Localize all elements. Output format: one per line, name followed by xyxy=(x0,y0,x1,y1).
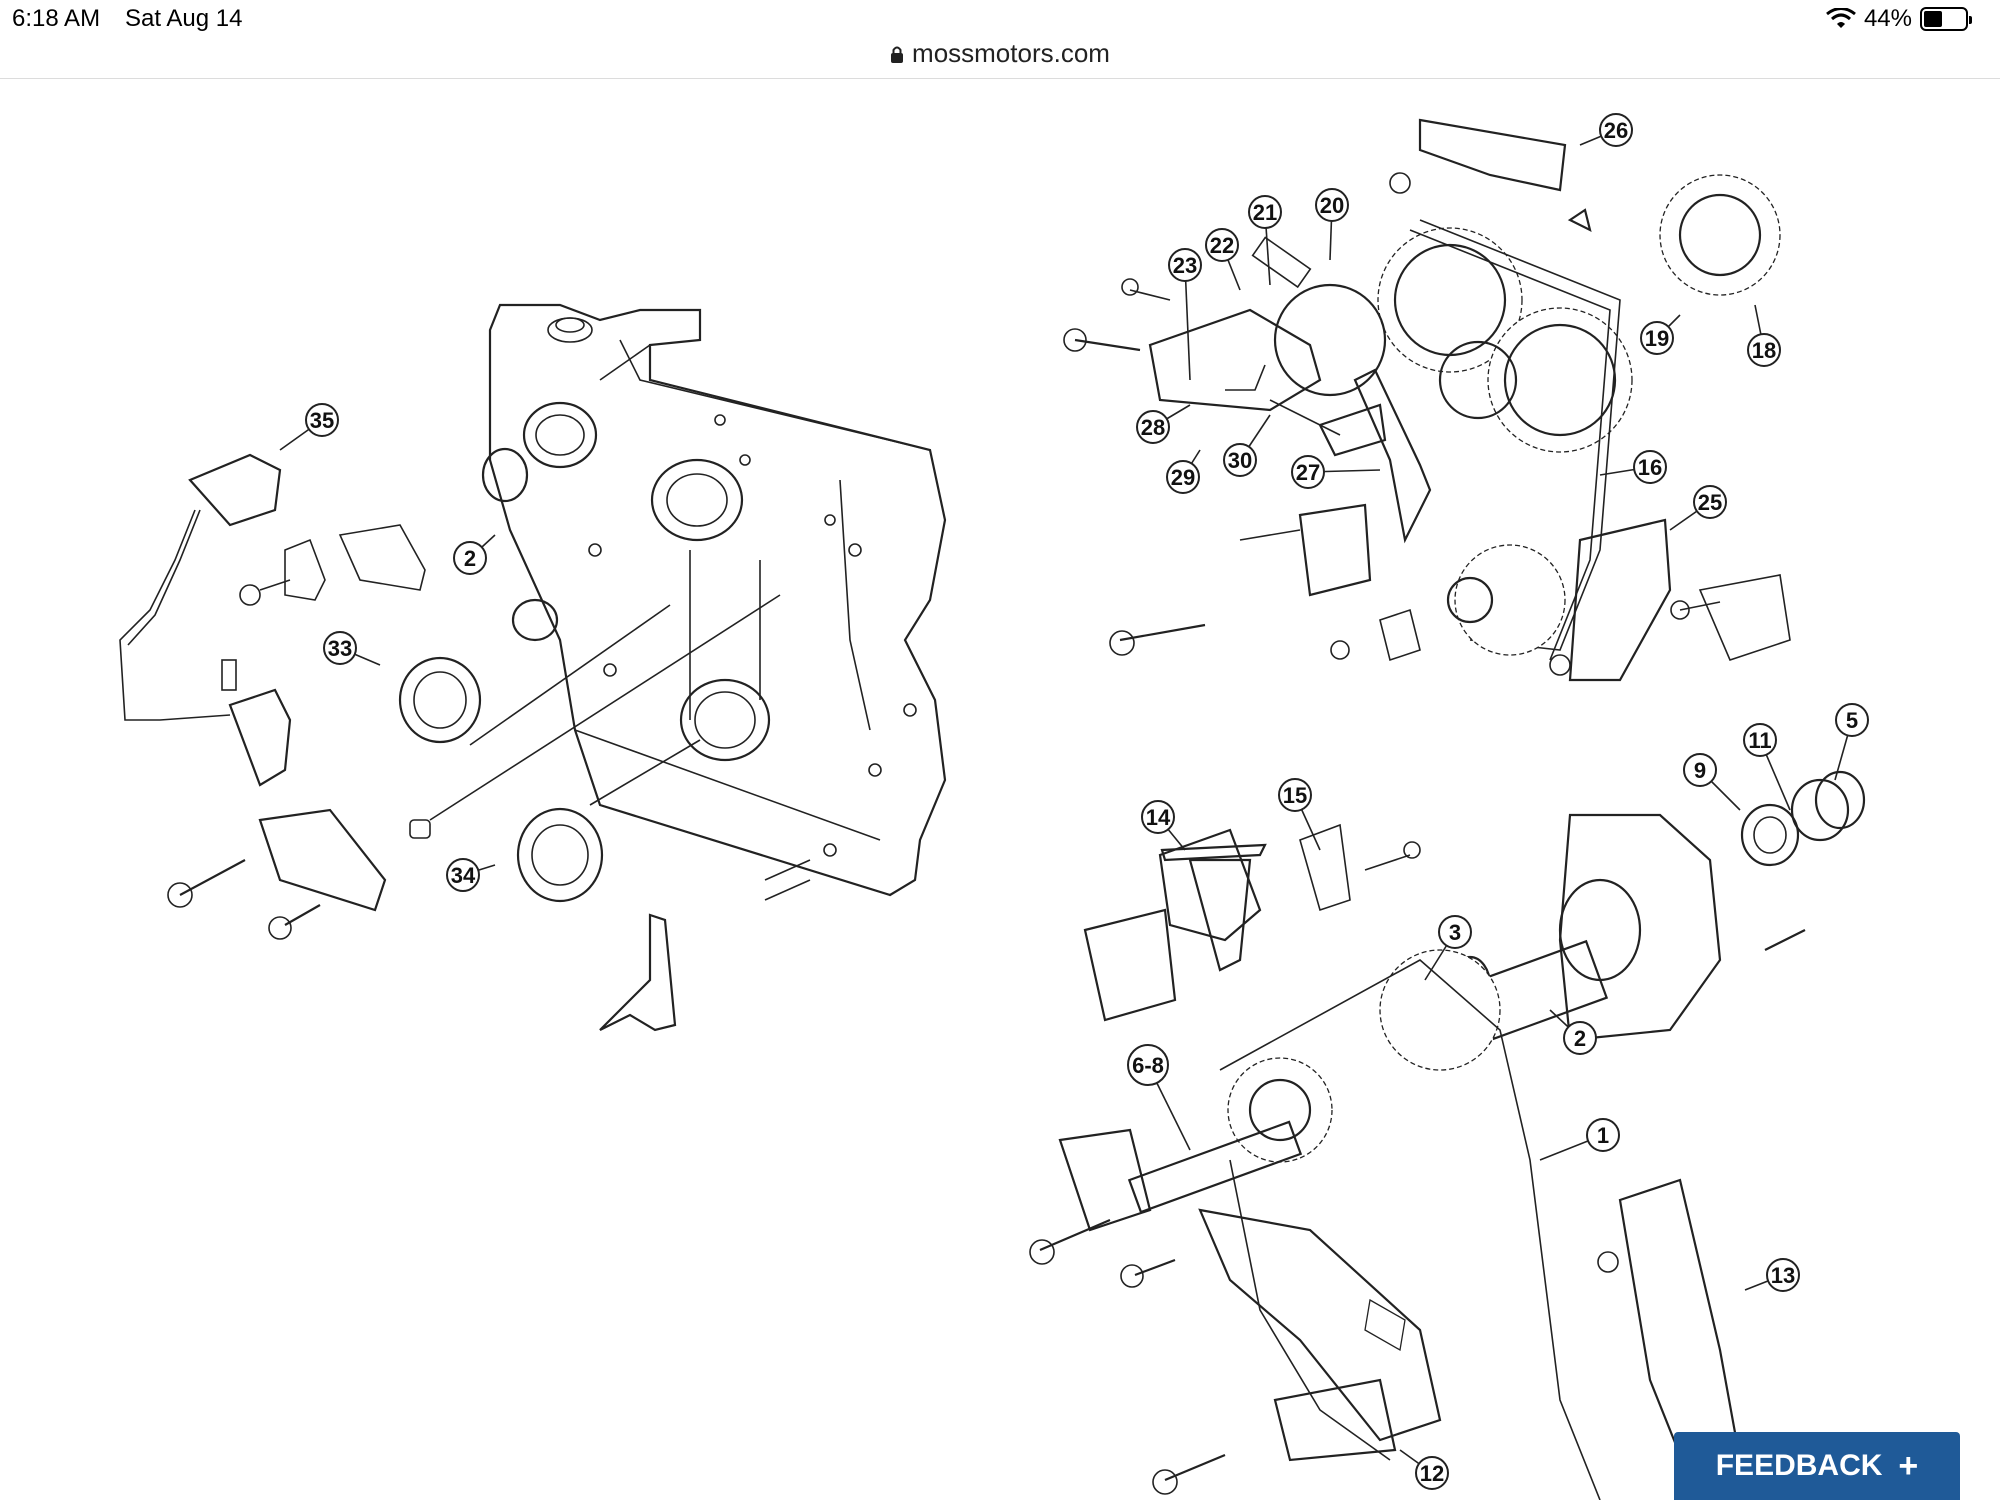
callout-circle xyxy=(1633,450,1667,484)
callout-circle xyxy=(1136,410,1170,444)
callout-number: 11 xyxy=(1748,728,1771,753)
callout-number: 20 xyxy=(1320,193,1344,218)
cam-drive-upper xyxy=(1063,118,1791,682)
callout-circle xyxy=(1127,1044,1169,1086)
status-time: 6:18 AM xyxy=(12,5,101,32)
callout-circle xyxy=(1599,113,1633,147)
timing-chain-exploded-diagram: 3523334262120232228293027162519181415119… xyxy=(119,113,1869,1501)
callout-number: 29 xyxy=(1171,465,1195,490)
callout-number: 3 xyxy=(1449,920,1461,945)
callout-circle xyxy=(1166,460,1200,494)
plus-icon: + xyxy=(1898,1447,1919,1485)
cam-drive-lower xyxy=(1029,770,1866,1501)
callout-number: 9 xyxy=(1694,758,1706,783)
url-text: mossmotors.com xyxy=(912,38,1110,68)
callout-leader xyxy=(1184,264,1191,381)
callout-number: 23 xyxy=(1173,253,1197,278)
callout-circle xyxy=(305,403,339,437)
callout-circle xyxy=(1683,753,1717,787)
callout-number: 14 xyxy=(1146,805,1171,830)
callout-circle xyxy=(453,541,487,575)
callout-circle xyxy=(1415,1456,1449,1490)
callout-number: 2 xyxy=(464,546,476,571)
callout-number: 18 xyxy=(1752,338,1776,363)
callout-circle xyxy=(1141,800,1175,834)
callout-number: 26 xyxy=(1604,118,1628,143)
callout-number: 15 xyxy=(1283,783,1307,808)
callout-circle xyxy=(1563,1021,1597,1055)
callout-circle xyxy=(1743,723,1777,757)
status-right: 44% xyxy=(1826,5,1972,33)
lock-icon xyxy=(891,46,904,63)
status-bar: 6:18 AM Sat Aug 14 44% xyxy=(0,0,2000,38)
callout-circle xyxy=(1693,485,1727,519)
timing-cover xyxy=(488,303,947,901)
callout-number: 27 xyxy=(1296,460,1320,485)
callout-number: 21 xyxy=(1253,200,1277,225)
callout-circle xyxy=(1586,1118,1620,1152)
address-bar[interactable]: mossmotors.com xyxy=(0,36,2000,79)
callout-circle xyxy=(446,858,480,892)
wifi-icon xyxy=(1826,8,1856,28)
callout-circle xyxy=(1248,195,1282,229)
feedback-button[interactable]: FEEDBACK + xyxy=(1674,1432,1960,1500)
callout-circle xyxy=(1205,228,1239,262)
callout-circle xyxy=(1168,248,1202,282)
callout-number: 34 xyxy=(451,863,476,888)
callout-circle xyxy=(1766,1258,1800,1292)
callout-number: 5 xyxy=(1846,708,1858,733)
small-parts-left xyxy=(167,447,781,1032)
callout-number: 22 xyxy=(1210,233,1234,258)
callout-number: 16 xyxy=(1638,455,1662,480)
callout-number: 33 xyxy=(328,636,352,661)
callout-circle xyxy=(323,631,357,665)
callout-circle xyxy=(1747,333,1781,367)
callout-number: 35 xyxy=(310,408,334,433)
callout-circle xyxy=(1278,778,1312,812)
callout-number: 25 xyxy=(1698,490,1722,515)
callout-circle xyxy=(1835,703,1869,737)
callout-circle xyxy=(1315,188,1349,222)
callout-circle xyxy=(1438,915,1472,949)
callout-number: 30 xyxy=(1228,448,1252,473)
callout-circle xyxy=(1640,321,1674,355)
callout-number: 1 xyxy=(1597,1123,1609,1148)
status-date: Sat Aug 14 xyxy=(125,5,243,32)
crank-sensor-35 xyxy=(119,453,292,787)
battery-level xyxy=(1924,11,1942,27)
feedback-label: FEEDBACK xyxy=(1715,1449,1883,1482)
callout-number: 2 xyxy=(1574,1026,1586,1051)
callout-circle xyxy=(1223,443,1257,477)
callout-circle xyxy=(1291,455,1325,489)
callout-number: 28 xyxy=(1141,415,1165,440)
battery-icon xyxy=(1920,7,1972,31)
callout-number: 12 xyxy=(1420,1461,1444,1486)
callout-number: 13 xyxy=(1771,1263,1795,1288)
callout-number: 19 xyxy=(1645,326,1669,351)
battery-percent: 44% xyxy=(1863,5,1912,32)
callout-number: 6-8 xyxy=(1132,1053,1164,1078)
